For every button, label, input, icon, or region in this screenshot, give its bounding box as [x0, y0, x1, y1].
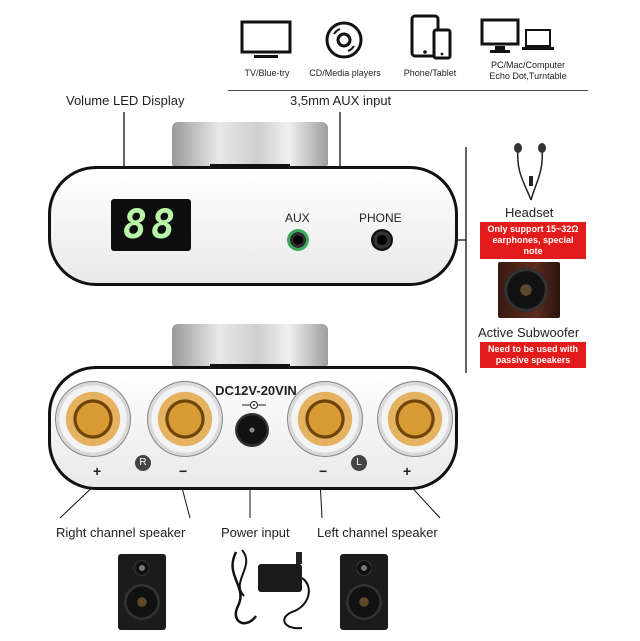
led-digits: 88 — [122, 202, 180, 248]
phone-tablet-icon — [410, 14, 452, 67]
computer-laptop-icon — [480, 18, 554, 61]
cd-icon — [324, 20, 364, 65]
plus-sign-left: + — [403, 463, 412, 479]
right-speaker-tweeter — [134, 560, 150, 576]
volume-led-label: Volume LED Display — [66, 93, 185, 108]
left-speaker-label: Left channel speaker — [317, 525, 438, 540]
plus-sign-right: + — [93, 463, 102, 479]
front-panel: 88 AUX PHONE — [48, 166, 458, 286]
device-label-pc: PC/Mac/Computer Echo Dot,Turntable — [489, 60, 567, 81]
binding-post-right-plus — [55, 381, 131, 457]
volume-knob-rear[interactable] — [172, 324, 328, 366]
device-label-cd: CD/Media players — [309, 68, 381, 78]
binding-post-left-plus — [377, 381, 453, 457]
binding-post-right-minus — [147, 381, 223, 457]
phone-jack[interactable] — [371, 229, 393, 251]
left-speaker-woofer — [346, 584, 382, 620]
volume-knob-front[interactable] — [172, 122, 328, 166]
right-speaker-label: Right channel speaker — [56, 525, 186, 540]
headset-label: Headset — [505, 205, 554, 220]
device-row: TV/Blue-try CD/Media players Phone/Table… — [228, 10, 588, 91]
left-speaker-image — [340, 554, 388, 630]
subwoofer-label: Active Subwoofer — [478, 325, 580, 340]
left-marker: L — [351, 455, 367, 471]
minus-sign-left: − — [319, 463, 328, 479]
aux-input-label: 3,5mm AUX input — [290, 93, 392, 108]
right-marker: R — [135, 455, 151, 471]
subwoofer-cone — [504, 268, 548, 312]
subwoofer-note: Need to be used with passive speakers — [480, 342, 586, 368]
dc-label: DC12V-20VIN — [215, 383, 297, 398]
device-label-phone: Phone/Tablet — [403, 68, 457, 78]
device-label-tv: TV/Blue-try — [244, 68, 290, 78]
power-adapter-image — [222, 546, 318, 641]
right-speaker-image — [118, 554, 166, 630]
aux-jack[interactable] — [287, 229, 309, 251]
left-speaker-tweeter — [356, 560, 372, 576]
phone-label: PHONE — [359, 211, 402, 225]
headset-note: Only support 15~32Ω earphones, special n… — [480, 222, 586, 259]
binding-post-left-minus — [287, 381, 363, 457]
dc-power-jack[interactable] — [235, 413, 269, 447]
right-speaker-woofer — [124, 584, 160, 620]
rear-panel: DC12V-20VIN R L + − − + — [48, 366, 458, 490]
headset-icon — [506, 142, 556, 207]
polarity-icon — [239, 397, 269, 415]
device-row-divider — [228, 90, 588, 91]
aux-label: AUX — [285, 211, 310, 225]
led-display: 88 — [111, 199, 191, 251]
subwoofer-image — [498, 262, 560, 318]
power-input-label: Power input — [221, 525, 290, 540]
tv-icon — [240, 20, 292, 65]
minus-sign-right: − — [179, 463, 188, 479]
